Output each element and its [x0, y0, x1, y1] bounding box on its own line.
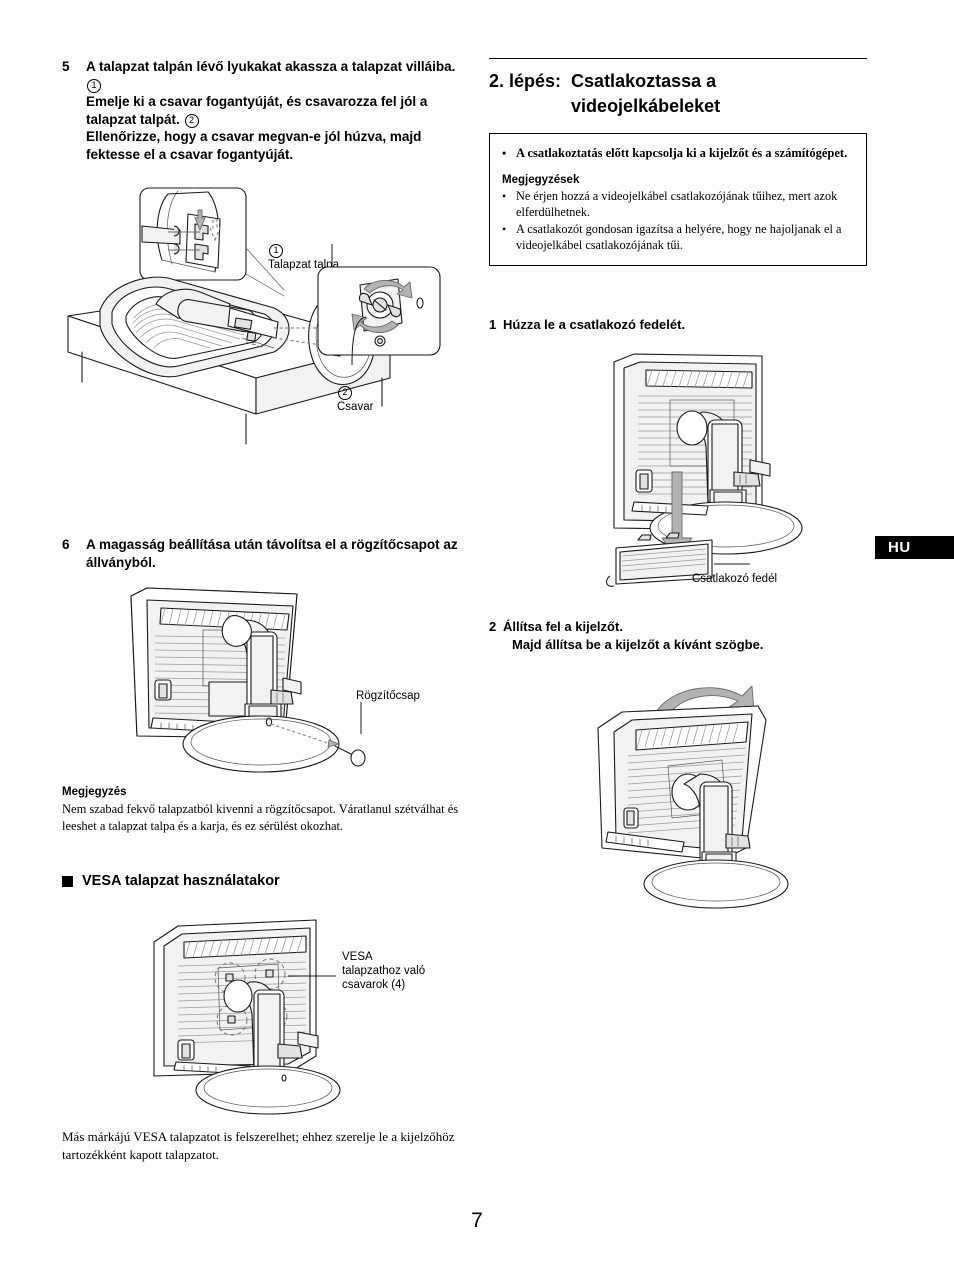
bullet-icon: • — [502, 146, 507, 160]
left-column: 5 A talapzat talpán lévő lyukakat akassz… — [62, 58, 462, 163]
step-6-text: A magasság beállítása után távolítsa el … — [86, 537, 458, 570]
step-6-number: 6 — [62, 537, 70, 552]
section-rule — [489, 58, 867, 59]
language-tab-hu: HU — [875, 536, 954, 559]
note-block: Megjegyzés Nem szabad fekvő talapzatból … — [62, 785, 462, 834]
warning-note-1: • Ne érjen hozzá a videojelkábel csatlak… — [502, 188, 854, 220]
step-5-line-3: Ellenőrizze, hogy a csavar megvan-e jól … — [86, 129, 422, 162]
page-number: 7 — [471, 1209, 483, 1232]
step-5-text: A talapzat talpán lévő lyukakat akassza … — [86, 58, 462, 163]
warning-note-2-text: A csatlakozót gondosan igazítsa a helyér… — [516, 222, 842, 252]
callout-2-label: Csavar — [337, 401, 374, 413]
substep-2-line-2: Majd állítsa be a kijelzőt a kívánt szög… — [512, 637, 764, 652]
warning-note-2: • A csatlakozót gondosan igazítsa a hely… — [502, 221, 854, 253]
warning-bullet-text: A csatlakoztatás előtt kapcsolja ki a ki… — [516, 146, 848, 160]
warning-notes-heading: Megjegyzések — [502, 174, 580, 186]
vesa-section-heading: VESA talapzat használatakor — [62, 873, 280, 889]
substep-1-number: 1 — [489, 317, 497, 332]
callout-vesa-label: VESA talapzathoz való csavarok (4) — [342, 951, 426, 991]
callout-rogzitocsap-label: Rögzítőcsap — [356, 690, 420, 702]
step-5-line-1: A talapzat talpán lévő lyukakat akassza … — [86, 59, 456, 74]
callout-csavar: 2 Csavar — [337, 372, 373, 414]
square-bullet-icon — [62, 875, 73, 887]
figure-remove-connector-cover — [562, 352, 862, 590]
figure-step6-remove-lock-pin — [125, 586, 385, 781]
step-6: 6 A magasság beállítása után távolítsa e… — [62, 536, 462, 571]
callout-connector-cover: Csatlakozó fedél — [692, 558, 777, 586]
right-column: 2. lépés: Csatlakoztassa a videojelkábel… — [489, 58, 867, 266]
vesa-heading-label: VESA talapzat használatakor — [82, 873, 280, 889]
substep-2-line-1: Állítsa fel a kijelzőt. — [503, 619, 623, 634]
circled-marker-1: 1 — [87, 78, 101, 93]
step-5: 5 A talapzat talpán lévő lyukakat akassz… — [62, 58, 462, 163]
note-body: Nem szabad fekvő talapzatból kivenni a r… — [62, 802, 459, 833]
circled-marker-2: 2 — [184, 113, 199, 128]
bullet-icon: • — [502, 222, 507, 236]
figure-vesa-screws — [138, 916, 378, 1116]
warning-box: • A csatlakoztatás előtt kapcsolja ki a … — [489, 133, 867, 266]
figure-step5-screw-detail — [316, 265, 448, 370]
step-2-label: 2. lépés: — [489, 71, 562, 91]
callout-vesa-screws: VESA talapzathoz való csavarok (4) — [342, 950, 425, 992]
substep-2: 2 Állítsa fel a kijelzőt. Majd állítsa b… — [489, 618, 867, 654]
callout-connector-cover-label: Csatlakozó fedél — [692, 573, 778, 585]
step-2-heading: Csatlakoztassa a videojelkábeleket — [571, 71, 721, 116]
bullet-icon: • — [502, 189, 507, 203]
step-5-number: 5 — [62, 59, 70, 74]
warning-bullet: • A csatlakoztatás előtt kapcsolja ki a … — [502, 145, 854, 161]
substep-1: 1 Húzza le a csatlakozó fedelét. — [489, 316, 867, 334]
substep-2-text: Állítsa fel a kijelzőt. Majd állítsa be … — [503, 618, 867, 654]
note-heading: Megjegyzés — [62, 786, 127, 798]
substep-1-text: Húzza le a csatlakozó fedelét. — [503, 317, 686, 332]
substep-2-number: 2 — [489, 619, 497, 634]
step-5-line-2: Emelje ki a csavar fogantyúját, és csava… — [86, 94, 428, 127]
vesa-body-text: Más márkájú VESA talapzatot is felszerel… — [62, 1129, 455, 1162]
figure-tilt-display — [588, 662, 848, 910]
callout-1-number: 1 — [269, 244, 283, 258]
warning-note-1-text: Ne érjen hozzá a videojelkábel csatlakoz… — [516, 189, 838, 219]
callout-rogzitocsap: Rögzítőcsap — [356, 675, 420, 703]
step-2-title: 2. lépés: Csatlakoztassa a videojelkábel… — [489, 69, 867, 119]
callout-2-number: 2 — [338, 386, 352, 400]
